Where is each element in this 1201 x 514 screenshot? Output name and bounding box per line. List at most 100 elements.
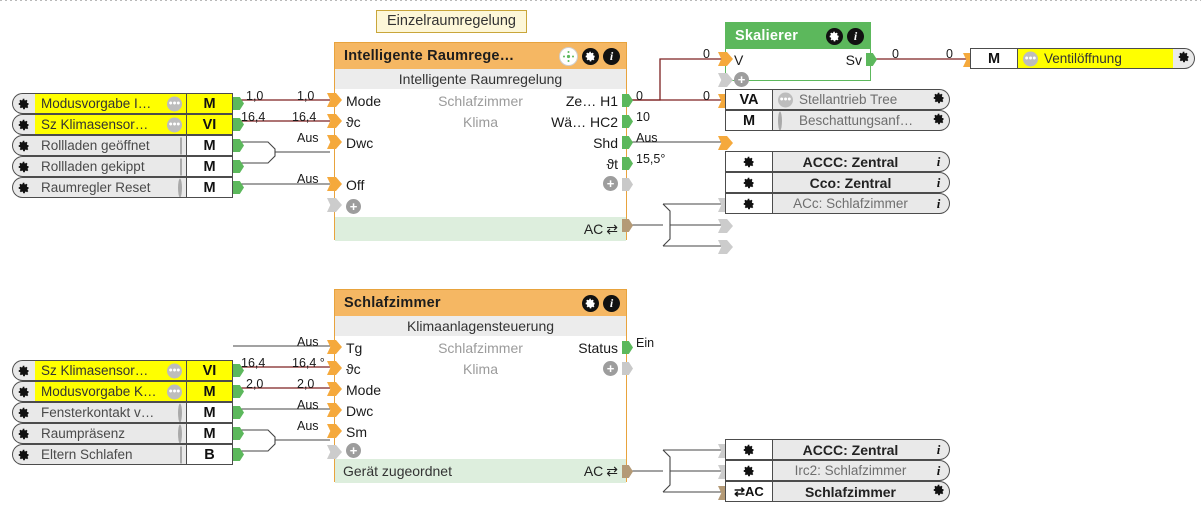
input-port-sm[interactable] [327,424,342,438]
move-icon[interactable] [559,46,578,66]
dots-icon[interactable]: ••• [778,92,793,107]
gear-icon[interactable] [12,93,35,114]
output-port-sv[interactable] [866,53,877,66]
target-pill-ventiloeffnung[interactable]: M•••Ventilöffnung [970,48,1195,69]
node-skalierer[interactable]: Skalierer i V Sv + [725,22,871,87]
node-schlafzimmer-klima[interactable]: Schlafzimmer i Klimaanlagensteuerung Tg … [334,289,627,483]
output-port-status[interactable] [622,341,633,354]
toggle-icon[interactable] [180,137,182,154]
info-icon[interactable]: i [603,47,620,65]
radio-icon[interactable] [778,111,782,130]
gear-icon[interactable] [12,423,35,444]
output-port-add[interactable] [622,178,633,191]
gear-icon[interactable] [725,151,773,172]
source-output-port[interactable] [233,385,244,398]
source-output-port[interactable] [233,97,244,110]
radio-icon[interactable] [178,178,182,197]
gear-icon[interactable] [12,114,35,135]
gear-icon[interactable] [725,172,773,193]
source-output-port[interactable] [233,118,244,131]
input-port-mode-2[interactable] [327,382,342,396]
input-port-tg[interactable] [327,340,342,354]
info-icon[interactable]: i [936,195,941,211]
gear-icon[interactable] [12,156,35,177]
node-header[interactable]: Skalierer i [726,23,870,49]
source-pill[interactable]: Sz Klimasensor…•••VI [12,114,233,135]
node-header[interactable]: Schlafzimmer i [335,290,626,316]
gear-icon[interactable] [582,47,599,65]
gear-icon[interactable] [12,360,35,381]
toggle-icon[interactable] [180,446,182,463]
output-port-h1[interactable] [622,94,633,107]
gear-icon[interactable] [933,483,945,501]
target-port-cco[interactable] [718,219,733,233]
target-port-beschattung[interactable] [718,136,733,150]
toggle-icon[interactable] [180,158,182,175]
input-port-dwc[interactable] [327,135,342,149]
gear-icon[interactable] [12,402,35,423]
source-output-port[interactable] [233,160,244,173]
input-port-add-2[interactable] [327,445,342,459]
source-output-port[interactable] [233,406,244,419]
target-port-acc[interactable] [718,240,733,254]
source-output-port[interactable] [233,139,244,152]
add-input-icon[interactable]: + [346,199,361,214]
input-port-theta-c-2[interactable] [327,361,342,375]
output-port-hc2[interactable] [622,115,633,128]
dots-icon[interactable]: ••• [1023,51,1038,66]
source-output-port[interactable] [233,364,244,377]
info-icon[interactable]: i [936,462,941,478]
node-intelligente-raumregelung[interactable]: Intelligente Raumrege… i Intelligente Ra… [334,42,627,241]
node-header[interactable]: Intelligente Raumrege… i [335,43,626,69]
ac-icon[interactable]: ⇄AC [725,481,773,502]
gear-icon[interactable] [1178,50,1190,68]
info-icon[interactable]: i [603,294,620,312]
gear-icon[interactable] [933,91,945,109]
gear-icon[interactable] [826,27,843,45]
input-port-theta-c[interactable] [327,114,342,128]
target-pill[interactable]: VA•••Stellantrieb Tree [725,89,950,110]
source-output-port[interactable] [233,448,244,461]
add-input-icon[interactable]: + [734,72,749,87]
input-port-dwc-2[interactable] [327,403,342,417]
add-output-icon[interactable]: + [603,361,618,376]
output-port-ac-bus-2[interactable] [622,465,633,478]
source-pill[interactable]: Modusvorgabe I…•••M [12,93,233,114]
output-port-theta-t[interactable] [622,157,633,170]
gear-icon[interactable] [725,439,773,460]
input-port-mode[interactable] [327,93,342,107]
info-icon[interactable]: i [847,27,864,45]
dots-icon[interactable]: ••• [167,363,182,378]
dots-icon[interactable]: ••• [167,117,182,132]
source-output-port[interactable] [233,427,244,440]
input-port-add-skalierer[interactable] [718,73,733,87]
gear-icon[interactable] [933,112,945,130]
gear-icon[interactable] [12,177,35,198]
radio-icon[interactable] [178,403,182,422]
dots-icon[interactable]: ••• [167,96,182,111]
output-port-ac-bus[interactable] [622,219,633,232]
info-icon[interactable]: i [936,441,941,457]
gear-icon[interactable] [12,135,35,156]
add-input-icon[interactable]: + [346,443,361,458]
gear-icon[interactable] [725,193,773,214]
gear-icon[interactable] [725,460,773,481]
gear-icon[interactable] [12,444,35,465]
input-port-v[interactable] [718,52,733,66]
info-icon[interactable]: i [936,153,941,169]
input-port-add[interactable] [327,198,342,212]
source-output-port[interactable] [233,181,244,194]
output-port-shd[interactable] [622,136,633,149]
